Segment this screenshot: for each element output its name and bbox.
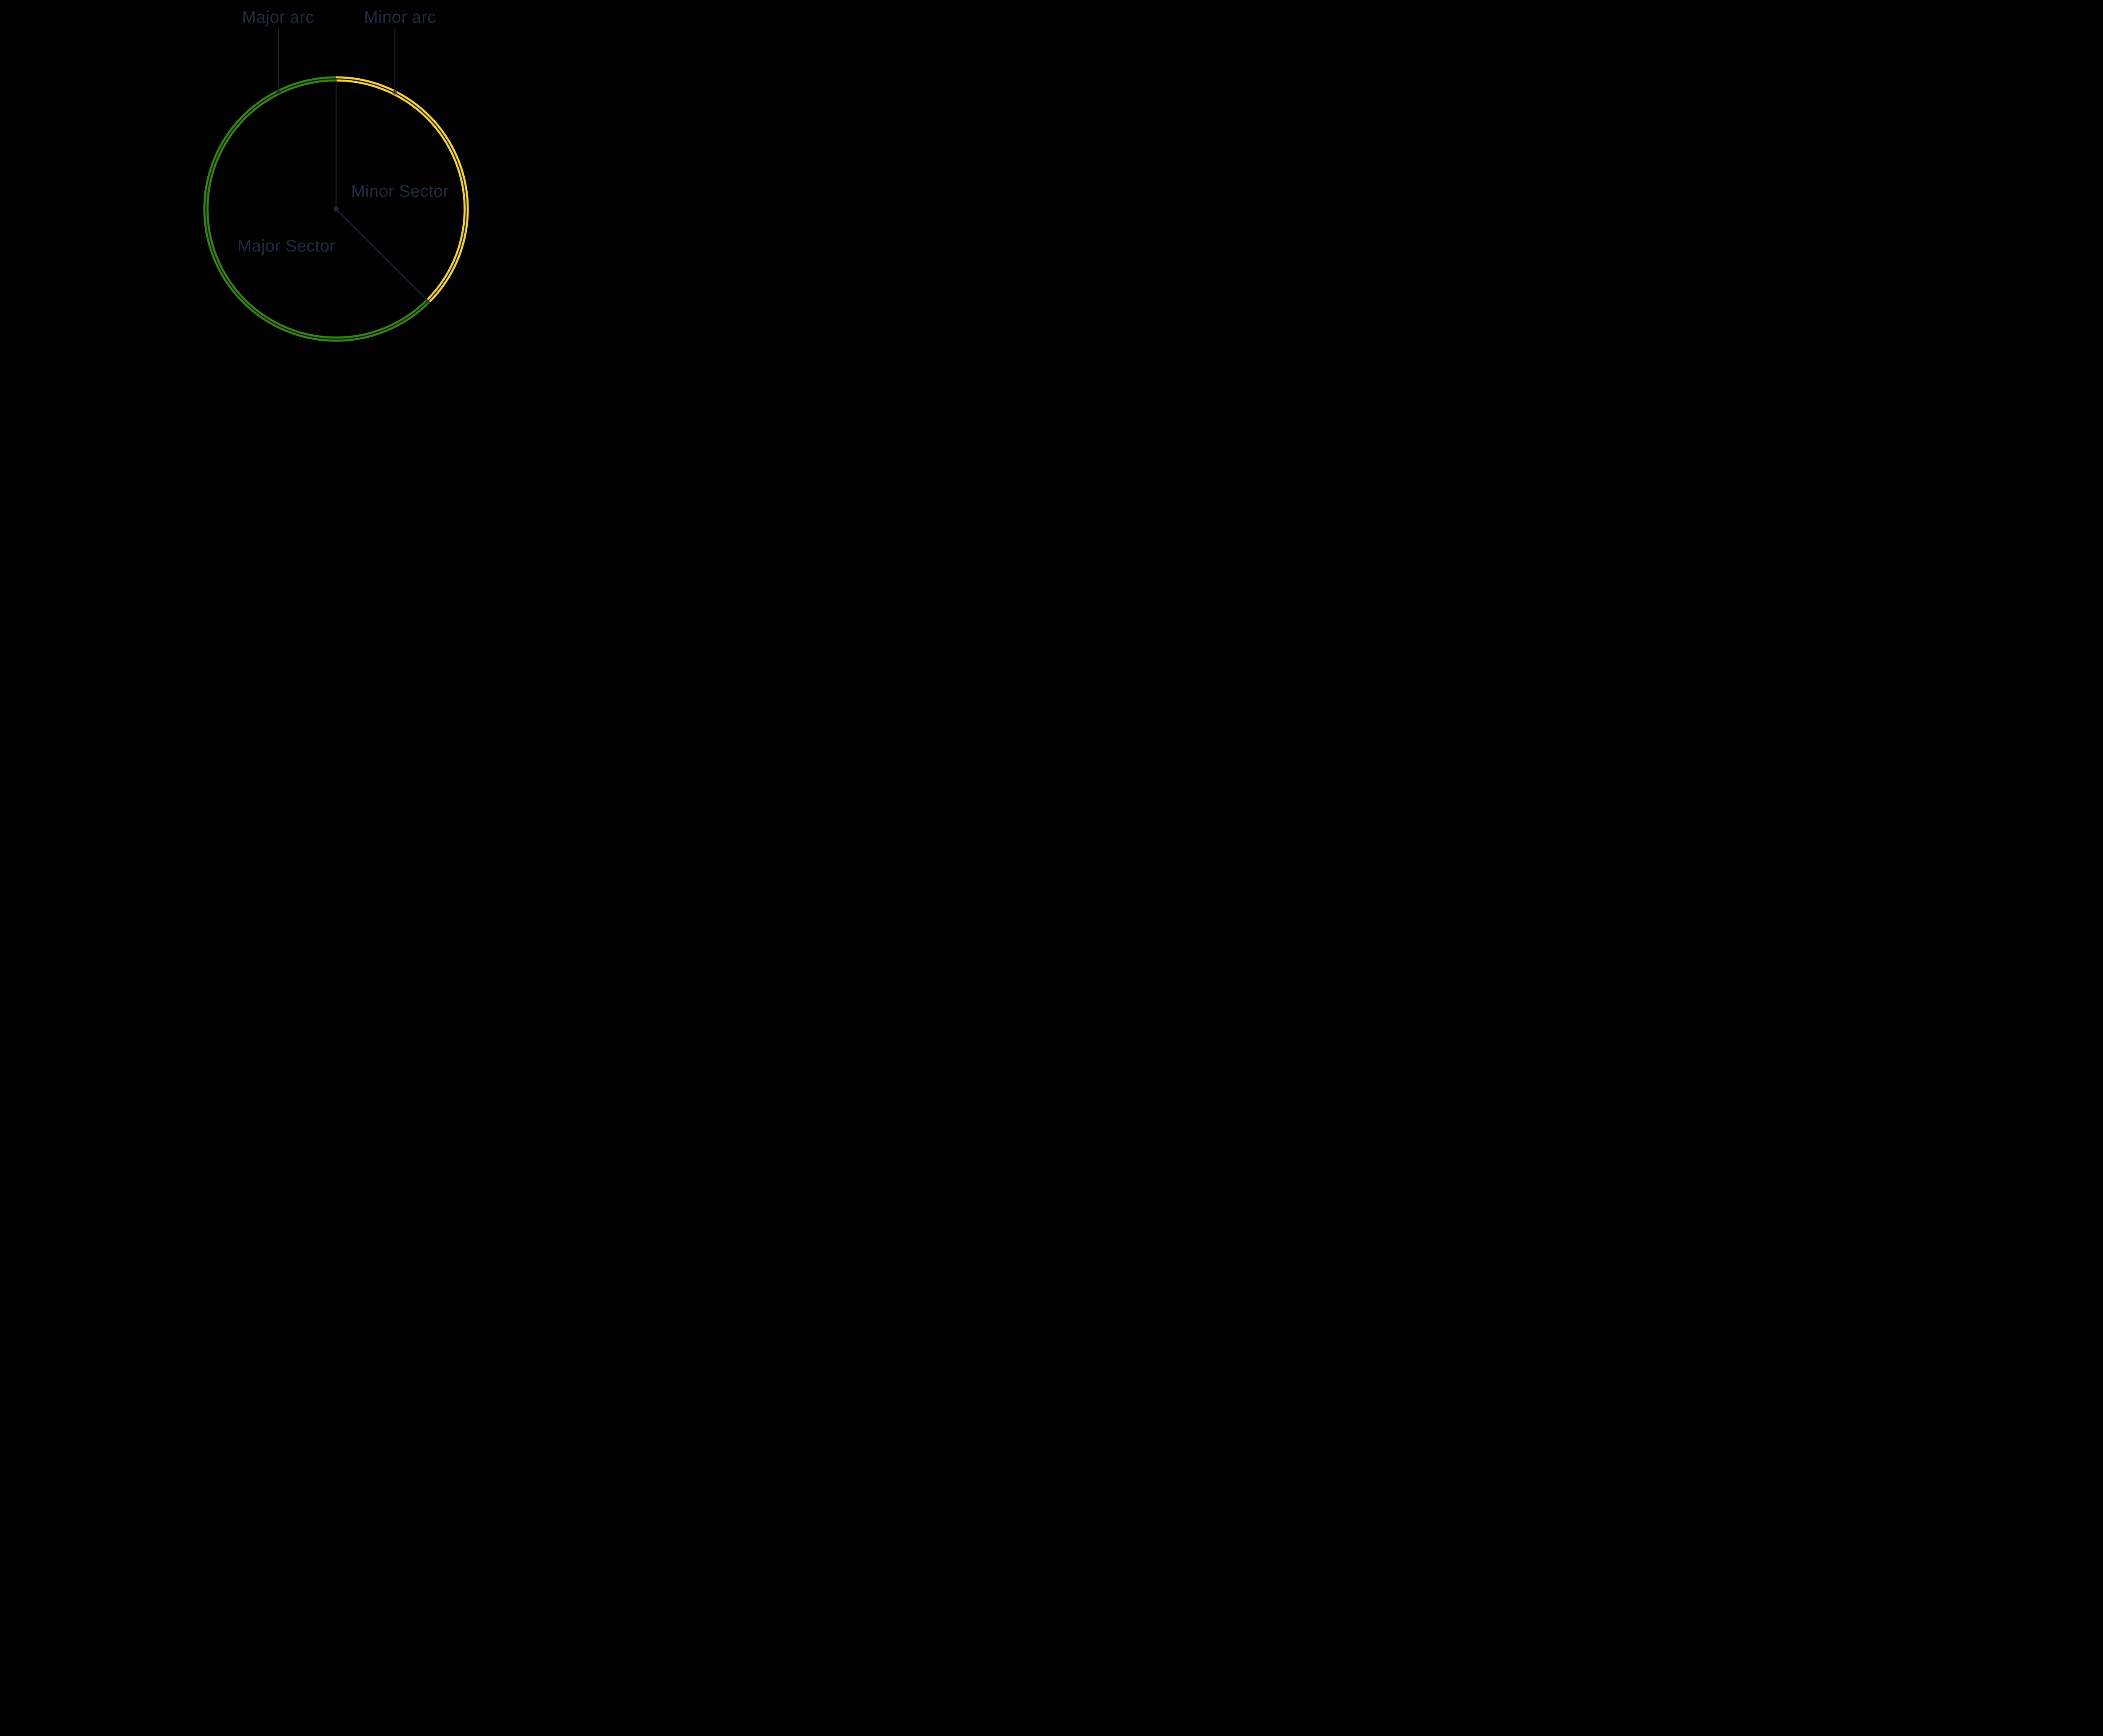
minor-arc-pointer-dot [392,90,397,95]
minor-sector-label: Minor Sector [351,182,449,201]
minor-arc-label: Minor arc [364,8,436,26]
center-dot [333,206,339,212]
major-sector-label: Major Sector [238,237,336,255]
major-arc-pointer-dot [276,90,281,95]
sector-boundary-radius-line [336,209,431,304]
circle-sector-diagram: Major arc Minor arc Minor Sector Major S… [203,8,469,342]
diagram-canvas: Major arc Minor arc Minor Sector Major S… [0,0,673,347]
major-arc-label: Major arc [242,8,314,26]
major-arc [203,76,430,342]
